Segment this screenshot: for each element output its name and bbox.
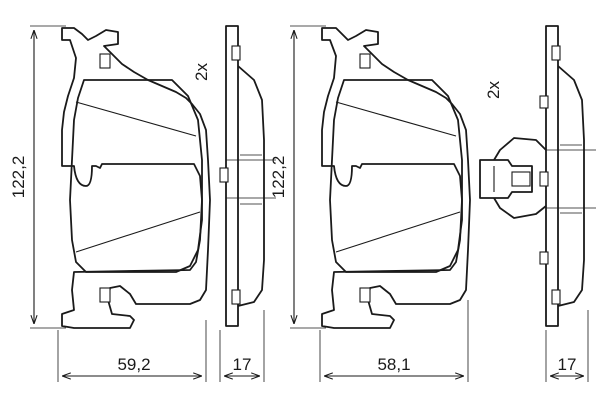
clip-spring-lower xyxy=(493,197,547,219)
left-width-label: 59,2 xyxy=(117,355,150,374)
right-top-clip xyxy=(359,53,371,69)
right-bottom-clip xyxy=(359,287,371,303)
left-pad-front-view xyxy=(61,27,211,329)
left-groove-lower xyxy=(75,211,201,253)
left-side-centerline xyxy=(226,154,276,205)
right-thickness-label: 17 xyxy=(558,355,577,374)
right-side-tab-mid-lower xyxy=(539,251,549,265)
left-thickness-label: 17 xyxy=(233,355,252,374)
right-side-tab-bottom xyxy=(551,289,561,305)
clip-spring-upper xyxy=(493,137,547,161)
right-quantity-label: 2x xyxy=(484,81,503,99)
right-groove-upper xyxy=(335,101,457,137)
right-dimensions xyxy=(290,25,589,382)
right-groove-lower xyxy=(335,211,461,253)
left-pad-side-view xyxy=(219,25,276,327)
left-bottom-clip xyxy=(99,287,111,303)
clip-plug xyxy=(511,171,531,187)
left-friction-material xyxy=(69,79,203,273)
left-top-clip xyxy=(99,53,111,69)
left-side-tab-upper xyxy=(219,167,229,183)
right-side-tab-top xyxy=(551,45,561,61)
right-width-label: 58,1 xyxy=(377,355,410,374)
left-quantity-label: 2x xyxy=(192,63,211,81)
right-pad-front-view xyxy=(321,27,471,329)
right-friction-material xyxy=(329,79,463,273)
left-dimensions xyxy=(30,25,265,382)
left-side-tab-lower xyxy=(231,289,241,305)
left-backing-plate xyxy=(61,27,211,329)
left-height-label: 122,2 xyxy=(9,156,28,199)
clip-body xyxy=(479,159,533,199)
right-side-tab-mid xyxy=(539,171,549,187)
right-side-tab-mid-upper xyxy=(539,95,549,109)
right-side-friction xyxy=(557,65,585,307)
left-side-friction xyxy=(237,65,265,307)
right-pad-side-view xyxy=(479,25,596,327)
right-side-centerline xyxy=(546,144,596,214)
right-height-label: 122,2 xyxy=(269,156,288,199)
right-backing-plate xyxy=(321,27,471,329)
left-side-tab-top xyxy=(231,45,241,61)
wear-sensor-clip xyxy=(479,137,547,219)
left-groove-upper xyxy=(75,101,197,137)
